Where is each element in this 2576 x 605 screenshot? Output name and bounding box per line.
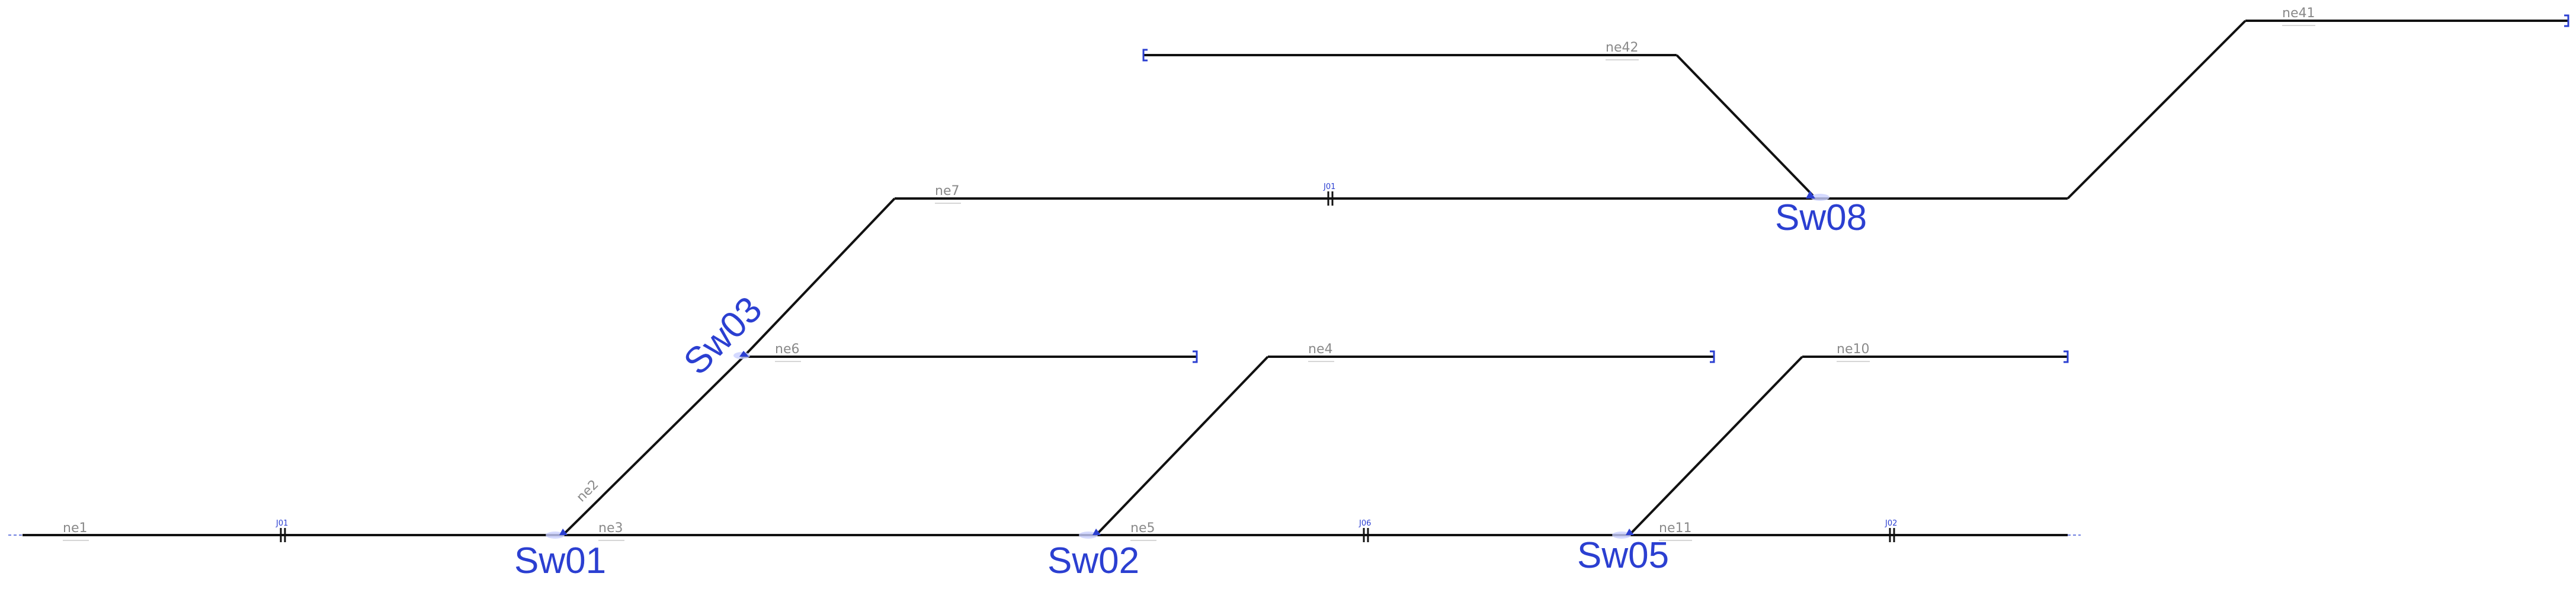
track-ne42-diagonal[interactable] — [1675, 54, 1814, 197]
joint-label: J01 — [275, 519, 288, 528]
joint-j06[interactable]: J06 — [1359, 519, 1371, 542]
switch-highlight — [1811, 194, 1830, 201]
segment-label-ne42: ne42 — [1606, 40, 1638, 55]
segment-label-ne10: ne10 — [1837, 342, 1869, 357]
switch-highlight — [1612, 532, 1631, 539]
switch-label-sw03: Sw03 — [676, 289, 770, 382]
track-ne10-diagonal[interactable] — [1628, 356, 1803, 536]
segment-label-ne3: ne3 — [598, 521, 623, 536]
track-ne41-diagonal[interactable] — [2066, 20, 2247, 200]
switch-label-sw08: Sw08 — [1775, 197, 1867, 238]
segment-label-ne6: ne6 — [775, 342, 799, 357]
buffer-stop-ne10 — [2064, 350, 2069, 363]
switch-sw01[interactable]: Sw01 — [514, 529, 606, 581]
buffer-stop-ne6 — [1193, 350, 1198, 363]
joint-label: J01 — [1323, 183, 1335, 191]
switch-sw05[interactable]: Sw05 — [1577, 529, 1669, 576]
switch-point-marker — [1626, 529, 1634, 535]
switch-point-marker — [739, 351, 749, 357]
switch-label-sw05: Sw05 — [1577, 535, 1669, 576]
joint-j01-upper[interactable]: J01 — [1323, 183, 1335, 206]
switch-sw08[interactable]: Sw08 — [1775, 191, 1867, 238]
segment-label-ne11: ne11 — [1659, 521, 1691, 536]
switch-sw03[interactable]: Sw03 — [676, 289, 770, 382]
track-ends — [8, 14, 2569, 536]
segment-labels: ne1 ne3 ne5 ne11 ne2 ne6 ne4 ne10 ne7 ne… — [63, 6, 2315, 541]
switch-highlight — [1079, 532, 1098, 539]
segment-label-ne5: ne5 — [1130, 521, 1155, 536]
switch-highlight — [546, 532, 565, 539]
segment-label-ne4: ne4 — [1308, 342, 1332, 357]
switch-point-marker — [1806, 191, 1815, 199]
joint-label: J02 — [1885, 519, 1897, 528]
switch-label-sw02: Sw02 — [1047, 540, 1139, 581]
joint-j01-main[interactable]: J01 — [275, 519, 288, 542]
track-ne2-upper[interactable] — [742, 197, 896, 358]
buffer-stop-ne42 — [1142, 49, 1148, 62]
track-ne4-diagonal[interactable] — [1095, 356, 1269, 536]
buffer-stop-ne41 — [2564, 14, 2569, 27]
joint-j02[interactable]: J02 — [1885, 519, 1897, 542]
segment-label-ne41: ne41 — [2282, 6, 2315, 21]
switch-point-marker — [559, 529, 568, 535]
buffer-stop-ne4 — [1710, 350, 1715, 363]
switch-point-marker — [1092, 529, 1101, 535]
joints: J01 J06 J02 J01 — [275, 183, 1897, 542]
track-ne2[interactable] — [562, 356, 745, 536]
switch-sw02[interactable]: Sw02 — [1047, 529, 1139, 581]
joint-label: J06 — [1359, 519, 1371, 528]
segment-label-ne7: ne7 — [935, 184, 959, 199]
segment-label-ne1: ne1 — [63, 521, 87, 536]
switch-label-sw01: Sw01 — [514, 540, 606, 581]
track-layer — [23, 20, 2568, 536]
